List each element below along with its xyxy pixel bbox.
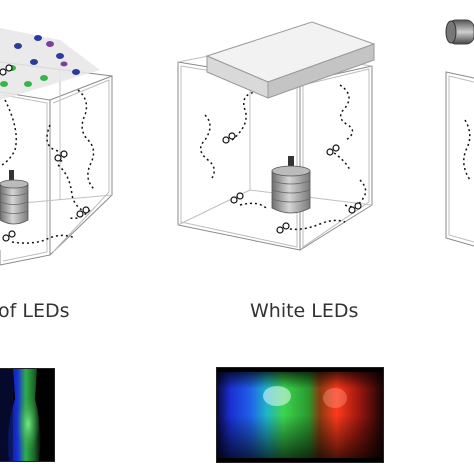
fly-icon bbox=[222, 132, 362, 234]
uv-led-icon bbox=[46, 41, 68, 67]
food-cylinder-icon bbox=[0, 170, 29, 225]
lamp-icon bbox=[445, 19, 474, 45]
fly-trajectories bbox=[1, 89, 96, 244]
white-led-panel bbox=[205, 21, 376, 99]
fly-trajectories bbox=[463, 119, 471, 181]
panel-caption-left: of LEDs bbox=[0, 300, 70, 322]
spectrum-image-left bbox=[0, 368, 55, 462]
spectrum-image-middle bbox=[216, 367, 384, 463]
right-chamber bbox=[445, 71, 474, 247]
fly-icon bbox=[0, 64, 90, 242]
led-board bbox=[0, 28, 100, 100]
panel-caption-middle: White LEDs bbox=[250, 300, 359, 322]
food-cylinder-icon bbox=[271, 156, 311, 214]
fly-trajectories bbox=[199, 84, 367, 231]
blue-led-icon bbox=[14, 35, 80, 75]
